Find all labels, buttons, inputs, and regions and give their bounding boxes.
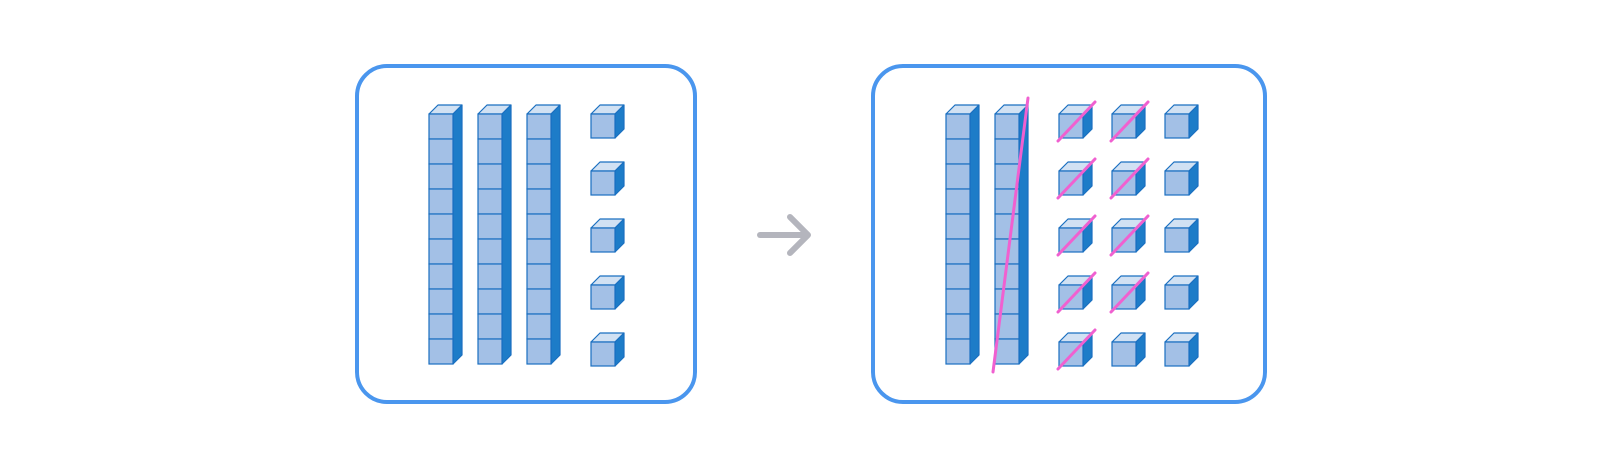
ones-cube	[1164, 161, 1199, 196]
right-arrow-icon	[757, 214, 811, 256]
rod-unit	[428, 288, 454, 315]
ones-cube	[590, 275, 625, 310]
tens-rod	[477, 104, 512, 365]
rod-unit	[994, 113, 1020, 140]
rod-unit	[477, 263, 503, 290]
rod-unit	[477, 213, 503, 240]
rod-unit	[477, 238, 503, 265]
rod-unit	[994, 138, 1020, 165]
rod-unit	[945, 113, 971, 140]
rod-unit	[526, 113, 552, 140]
tens-rod	[945, 104, 980, 365]
ones-cube	[1164, 104, 1199, 139]
ones-cube	[590, 218, 625, 253]
ones-cube	[590, 332, 625, 367]
tens-rod	[428, 104, 463, 365]
rod-side-face	[550, 104, 561, 365]
cube-front-face	[590, 227, 616, 253]
rod-cross-out-mark	[991, 96, 1030, 374]
ones-cube	[590, 104, 625, 139]
rod-unit	[526, 238, 552, 265]
rod-side-face	[452, 104, 463, 365]
tens-rod	[526, 104, 561, 365]
cube-front-face	[1164, 170, 1190, 196]
rod-unit	[477, 113, 503, 140]
rod-unit	[526, 263, 552, 290]
left-panel-blocks	[428, 104, 625, 367]
rod-side-face	[501, 104, 512, 365]
rod-unit	[994, 288, 1020, 315]
cross-out-mark	[1109, 271, 1150, 314]
ones-cube	[1164, 218, 1199, 253]
rod-unit	[526, 313, 552, 340]
cross-out-mark	[1109, 214, 1150, 257]
ones-cube	[590, 161, 625, 196]
rod-unit	[526, 288, 552, 315]
cube-front-face	[1164, 113, 1190, 139]
right-panel-blocks	[945, 96, 1199, 374]
rod-unit	[526, 338, 552, 365]
rod-unit	[477, 338, 503, 365]
rod-unit	[526, 163, 552, 190]
rod-unit	[945, 338, 971, 365]
rod-unit	[945, 138, 971, 165]
cross-out-mark	[1109, 100, 1150, 143]
rod-unit	[428, 213, 454, 240]
rod-unit	[945, 213, 971, 240]
rod-unit	[428, 113, 454, 140]
cube-front-face	[590, 113, 616, 139]
cube-front-face	[590, 341, 616, 367]
rod-unit	[477, 313, 503, 340]
ones-cube	[1164, 275, 1199, 310]
ones-cube	[1164, 332, 1199, 367]
cube-front-face	[590, 170, 616, 196]
cube-front-face	[1164, 341, 1190, 367]
rod-unit	[477, 163, 503, 190]
cross-out-mark	[1056, 100, 1097, 143]
rod-unit	[477, 188, 503, 215]
cube-front-face	[1164, 227, 1190, 253]
rod-unit	[945, 288, 971, 315]
rod-unit	[526, 138, 552, 165]
rod-unit	[994, 213, 1020, 240]
cross-out-mark	[1056, 271, 1097, 314]
rod-unit	[526, 188, 552, 215]
cross-out-mark	[1056, 214, 1097, 257]
cube-front-face	[590, 284, 616, 310]
rod-side-face	[969, 104, 980, 365]
rod-unit	[945, 263, 971, 290]
left-panel	[355, 64, 697, 404]
rod-unit	[945, 313, 971, 340]
rod-unit	[945, 163, 971, 190]
cross-out-mark	[1109, 157, 1150, 200]
rod-unit	[477, 288, 503, 315]
rod-unit	[477, 138, 503, 165]
rod-unit	[428, 313, 454, 340]
rod-unit	[428, 263, 454, 290]
rod-unit	[945, 188, 971, 215]
rod-unit	[428, 138, 454, 165]
cross-out-mark	[1056, 157, 1097, 200]
cube-front-face	[1164, 284, 1190, 310]
rod-unit	[428, 163, 454, 190]
rod-unit	[428, 188, 454, 215]
rod-unit	[994, 338, 1020, 365]
rod-unit	[428, 338, 454, 365]
ones-cube	[1111, 218, 1146, 253]
rod-unit	[428, 238, 454, 265]
cross-out-mark	[1056, 328, 1097, 371]
rod-unit	[945, 238, 971, 265]
cube-front-face	[1111, 341, 1137, 367]
rod-unit	[526, 213, 552, 240]
ones-cube	[1111, 332, 1146, 367]
